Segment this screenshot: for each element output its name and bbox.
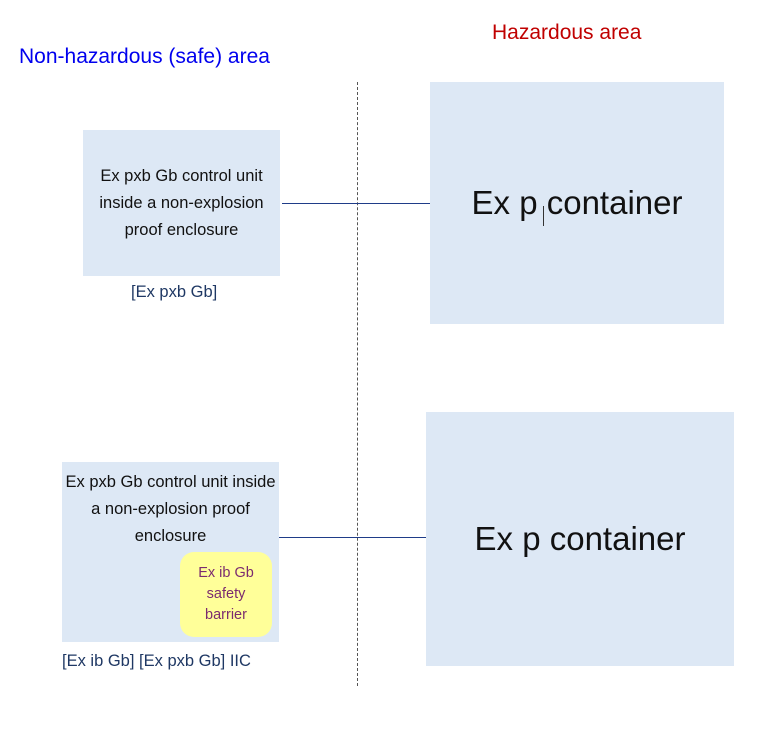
text-cursor — [543, 206, 544, 226]
safe-area-title: Non-hazardous (safe) area — [19, 45, 270, 68]
safety-barrier-box: Ex ib Gb safety barrier — [180, 552, 272, 637]
upper-container-label: Ex p container — [471, 184, 683, 221]
lower-container-label: Ex p container — [474, 520, 686, 557]
zone-divider-line — [357, 82, 358, 686]
lower-control-unit-label: Ex pxb Gb control unit inside a non-expl… — [65, 473, 276, 545]
upper-control-unit-label: Ex pxb Gb control unit inside a non-expl… — [99, 166, 264, 239]
upper-ex-p-container: Ex p container — [430, 82, 724, 324]
lower-control-unit-caption: [Ex ib Gb] [Ex pxb Gb] IIC — [62, 652, 251, 670]
lower-connector-line — [279, 537, 426, 538]
lower-ex-p-container: Ex p container — [426, 412, 734, 666]
hazardous-area-title: Hazardous area — [492, 21, 642, 44]
upper-control-unit-caption: [Ex pxb Gb] — [131, 283, 218, 301]
safety-barrier-label: Ex ib Gb safety barrier — [198, 565, 254, 623]
upper-control-unit-box: Ex pxb Gb control unit inside a non-expl… — [83, 130, 280, 276]
upper-connector-line — [282, 203, 430, 204]
